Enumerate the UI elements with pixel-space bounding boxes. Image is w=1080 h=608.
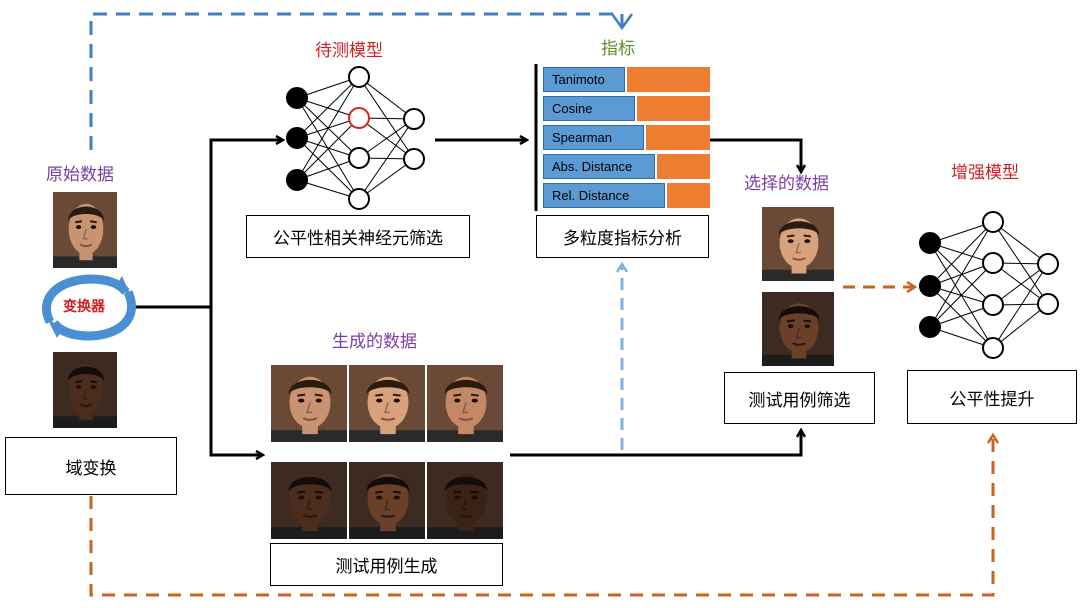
output-node bbox=[1037, 293, 1059, 315]
multi-granularity-analysis-box: 多粒度指标分析 bbox=[536, 215, 709, 258]
transformer-label: 变换器 bbox=[63, 299, 105, 315]
selected-data-label: 选择的数据 bbox=[744, 174, 829, 194]
dark-skin-face-photo bbox=[348, 461, 426, 540]
light-skin-face-photo bbox=[426, 364, 504, 443]
dashed-feedback-top bbox=[89, 12, 634, 150]
box-text: 多粒度指标分析 bbox=[563, 229, 682, 249]
metric-orange-bar bbox=[627, 67, 710, 92]
input-node bbox=[919, 316, 941, 338]
output-node bbox=[1037, 253, 1059, 275]
metric-orange-bar bbox=[646, 125, 710, 150]
hidden-node bbox=[982, 294, 1004, 316]
hidden-node bbox=[982, 252, 1004, 274]
input-node bbox=[919, 232, 941, 254]
hidden-node bbox=[348, 147, 370, 169]
input-node bbox=[286, 127, 308, 149]
input-node bbox=[286, 169, 308, 191]
hidden-node bbox=[982, 211, 1004, 233]
model-under-test-label: 待测模型 bbox=[315, 41, 383, 61]
metric-item: Tanimoto bbox=[543, 67, 625, 92]
generated-data-label: 生成的数据 bbox=[332, 332, 417, 352]
metric-orange-bar bbox=[667, 183, 710, 208]
test-case-filter-box: 测试用例筛选 bbox=[724, 372, 875, 424]
metric-orange-bar bbox=[657, 154, 710, 179]
output-node bbox=[403, 148, 425, 170]
enhanced-model-label: 增强模型 bbox=[951, 163, 1019, 183]
solid-connectors bbox=[133, 140, 801, 455]
dashed-feedback-bottom bbox=[89, 435, 993, 597]
dark-skin-face-photo bbox=[52, 351, 118, 429]
light-skin-face-photo bbox=[348, 364, 426, 443]
light-skin-face-photo bbox=[52, 191, 118, 269]
test-case-generate-box: 测试用例生成 bbox=[270, 543, 503, 586]
input-node bbox=[919, 275, 941, 297]
metric-orange-bar bbox=[637, 96, 710, 121]
metric-item: Rel. Distance bbox=[543, 183, 665, 208]
hidden-node bbox=[348, 188, 370, 210]
cycle-arrows-icon bbox=[42, 274, 137, 341]
dark-skin-face-photo bbox=[426, 461, 504, 540]
metrics-label: 指标 bbox=[601, 39, 635, 59]
dark-skin-face-photo bbox=[270, 461, 348, 540]
metric-item: Cosine bbox=[543, 96, 635, 121]
output-node bbox=[403, 108, 425, 130]
fairness-improve-box: 公平性提升 bbox=[907, 370, 1077, 424]
box-text: 测试用例筛选 bbox=[748, 390, 851, 411]
domain-transform-box: 域变换 bbox=[5, 437, 177, 495]
box-text: 测试用例生成 bbox=[335, 557, 438, 577]
metric-item: Spearman bbox=[543, 125, 644, 150]
hidden-node bbox=[982, 337, 1004, 359]
neural-network-icon bbox=[286, 66, 425, 210]
dark-skin-face-photo bbox=[761, 291, 835, 367]
input-node bbox=[286, 87, 308, 109]
original-data-label: 原始数据 bbox=[46, 165, 114, 185]
fairness-neuron-filter-box: 公平性相关神经元筛选 bbox=[246, 215, 470, 258]
highlighted-neuron bbox=[348, 107, 370, 129]
metric-item: Abs. Distance bbox=[543, 154, 655, 179]
box-text: 公平性相关神经元筛选 bbox=[273, 229, 443, 249]
light-skin-face-photo bbox=[761, 206, 835, 282]
neural-network-icon bbox=[919, 211, 1059, 359]
box-text: 域变换 bbox=[65, 458, 117, 479]
hidden-node bbox=[348, 66, 370, 88]
box-text: 公平性提升 bbox=[949, 389, 1035, 410]
light-skin-face-photo bbox=[270, 364, 348, 443]
